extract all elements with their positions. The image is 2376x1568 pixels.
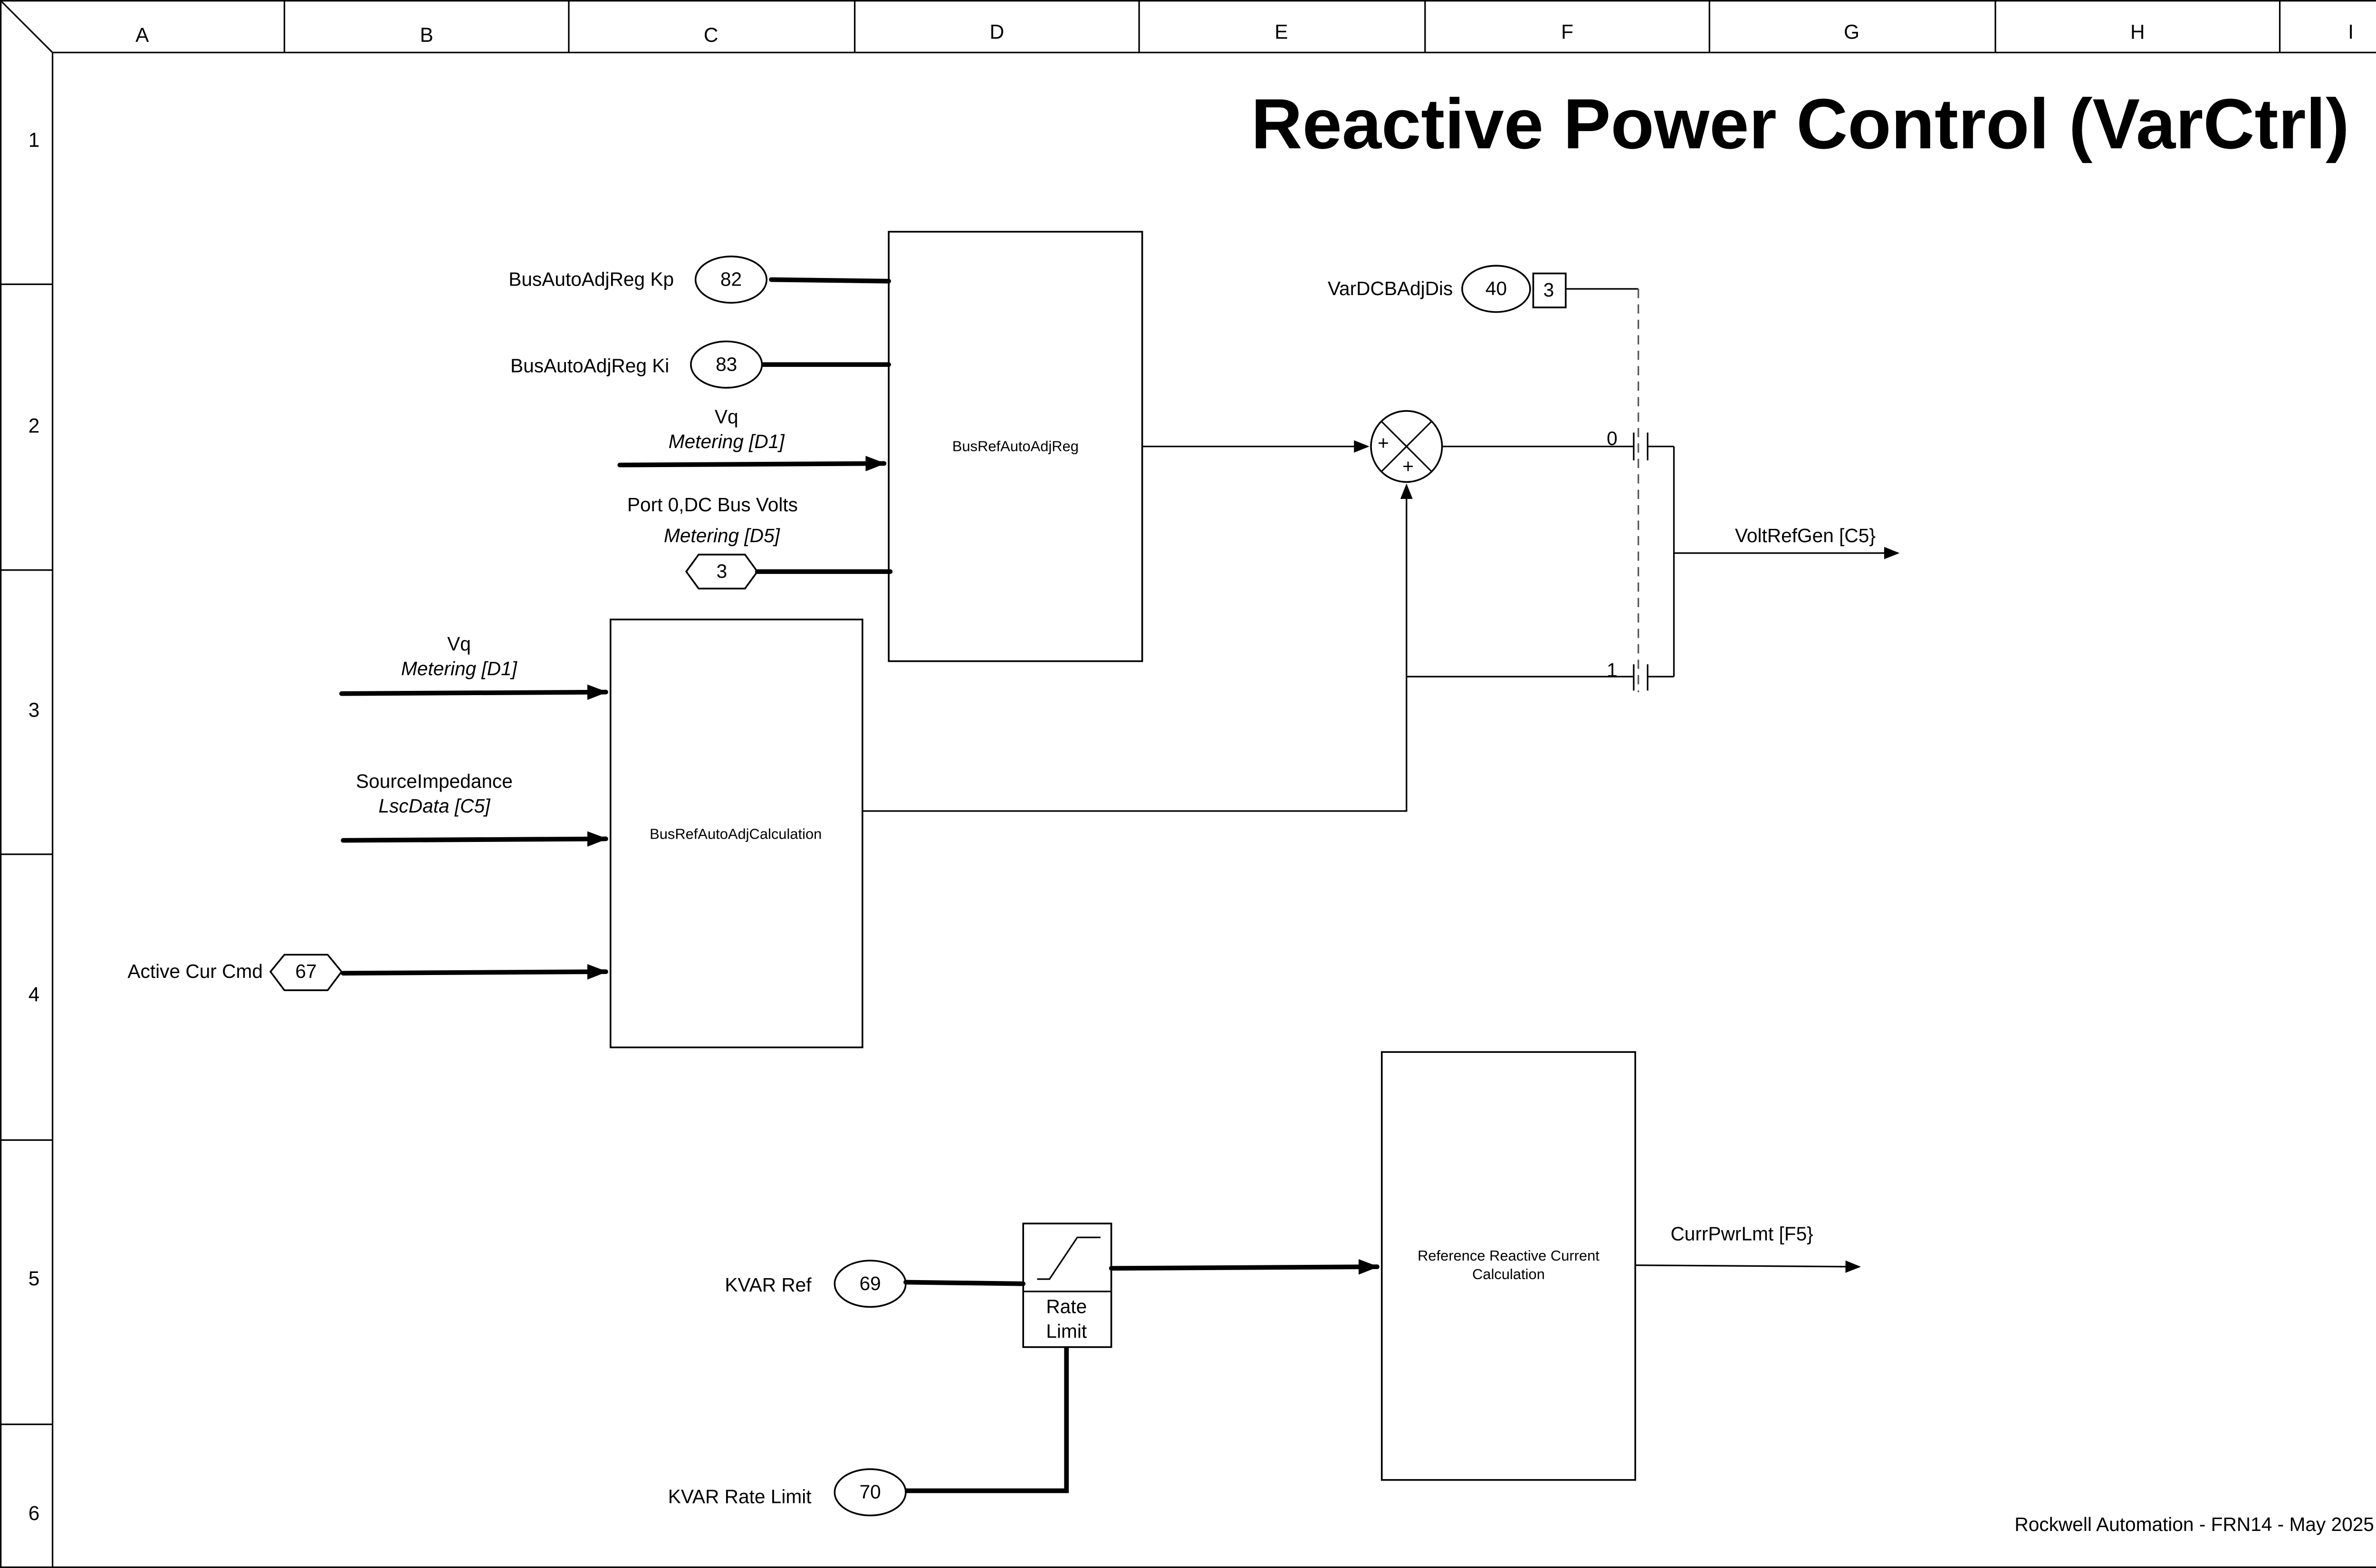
kvar-rate-limit-param-number: 70 [860, 1481, 881, 1503]
kp-label: BusAutoAdjReg Kp [508, 268, 674, 290]
reference-reactive-current-calculation-block[interactable] [1380, 1051, 1636, 1481]
block-label: BusRefAutoAdjCalculation [650, 825, 822, 842]
column-label: G [1844, 20, 1859, 43]
bus-ref-auto-adj-reg-block[interactable] [888, 230, 1143, 662]
row-label: 1 [29, 129, 40, 151]
dc-bus-volts-label: Port 0,DC Bus Volts [627, 494, 798, 516]
column-label: I [2348, 20, 2354, 43]
column-headers: A B C D E F G H I [135, 20, 2354, 46]
vardcb-param-bubble[interactable] [1461, 265, 1531, 313]
selector-switch [1633, 432, 1675, 691]
ki-label: BusAutoAdjReg Ki [510, 355, 669, 377]
kp-param-number: 82 [720, 268, 742, 290]
vq-label: Vq [715, 406, 738, 428]
calc-output-wire [862, 483, 1413, 812]
vardcb-bit-box[interactable] [1532, 272, 1567, 308]
block-label: Reference Reactive Current [1418, 1247, 1600, 1264]
source-impedance-source: LscData [C5] [379, 795, 491, 817]
row-label: 6 [29, 1502, 40, 1524]
row-label: 5 [29, 1267, 40, 1290]
vq-wire [617, 456, 887, 471]
vardcb-bit-number: 3 [1543, 279, 1554, 301]
kvar-ref-param-number: 69 [860, 1272, 881, 1294]
switch-position-0: 0 [1607, 427, 1618, 449]
kvar-ref-wire [903, 1280, 1026, 1286]
bus-ref-auto-adj-calculation-block[interactable] [609, 618, 863, 1049]
source-impedance-wire [341, 831, 608, 847]
column-label: E [1274, 20, 1288, 43]
page-title: Reactive Power Control (VarCtrl) [1251, 84, 2349, 163]
ki-param-number: 83 [716, 353, 737, 375]
column-label: H [2130, 20, 2145, 43]
kvar-rate-limit-label: KVAR Rate Limit [668, 1485, 812, 1507]
rate-limit-label: Limit [1046, 1320, 1087, 1342]
summer-sign-plus: + [1378, 432, 1389, 454]
rate-limit-output-wire [1109, 1259, 1380, 1275]
kp-param-bubble[interactable] [694, 255, 768, 304]
row-label: 4 [29, 983, 40, 1005]
source-impedance-label: SourceImpedance [356, 770, 513, 792]
column-label: D [990, 20, 1005, 43]
kvar-ref-label: KVAR Ref [725, 1274, 812, 1296]
summing-junction: + + [1370, 410, 1443, 483]
footer-text: Rockwell Automation - FRN14 - May 2025 [2014, 1513, 2374, 1535]
rate-limit-label: Rate [1046, 1296, 1087, 1318]
block-label: BusRefAutoAdjReg [952, 438, 1079, 454]
block-label: Calculation [1472, 1266, 1545, 1282]
summer-sign-plus: + [1402, 455, 1414, 477]
row-label: 2 [29, 414, 40, 437]
dc-bus-volts-source: Metering [D5] [664, 525, 781, 546]
volt-ref-gen-label[interactable]: VoltRefGen [C5} [1735, 525, 1876, 546]
vq-source: Metering [D1] [669, 430, 786, 452]
dc-bus-volts-number: 3 [717, 560, 728, 582]
vq-calc-label: Vq [447, 633, 471, 655]
vardcb-label: VarDCBAdjDis [1328, 277, 1453, 299]
curr-pwr-lmt-label[interactable]: CurrPwrLmt [F5} [1670, 1223, 1813, 1245]
column-label: B [420, 24, 433, 46]
column-label: A [135, 24, 149, 46]
switch-position-1: 1 [1607, 659, 1618, 681]
active-cur-cmd-number: 67 [295, 960, 316, 982]
curr-pwr-lmt-wire [1635, 1260, 1861, 1273]
vq-calc-source: Metering [D1] [401, 658, 518, 679]
vardcb-param-number: 40 [1485, 277, 1507, 299]
row-headers: 1 2 3 4 5 6 [29, 129, 40, 1524]
active-cur-cmd-label: Active Cur Cmd [127, 960, 262, 982]
active-cur-cmd-wire [341, 964, 608, 980]
row-label: 3 [29, 699, 40, 721]
kvar-rate-limit-wire [905, 1347, 1069, 1493]
column-label: F [1561, 20, 1573, 43]
vq-calc-wire [339, 684, 608, 700]
column-label: C [704, 24, 719, 46]
kp-wire [769, 277, 891, 284]
ramp-icon [1037, 1236, 1101, 1280]
